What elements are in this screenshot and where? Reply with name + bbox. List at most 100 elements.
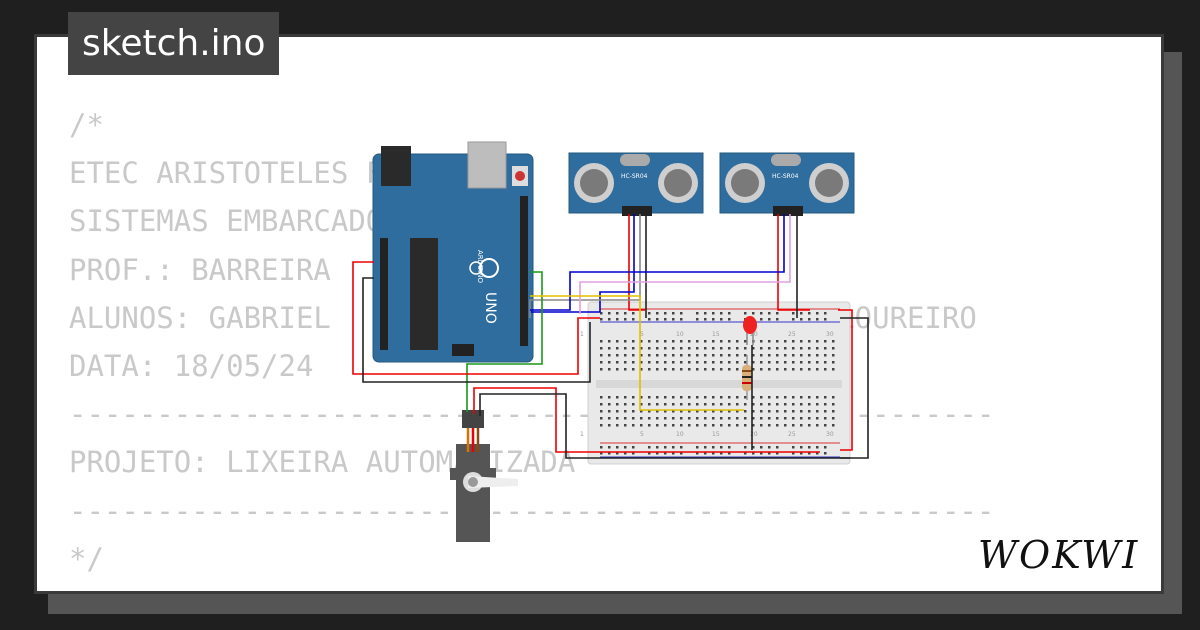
breadboard-hole xyxy=(664,361,667,364)
breadboard-hole xyxy=(696,410,699,413)
rail-hole xyxy=(752,446,755,449)
breadboard-hole xyxy=(672,368,675,371)
breadboard-hole xyxy=(824,340,827,343)
breadboard-hole xyxy=(688,361,691,364)
breadboard-hole xyxy=(640,354,643,357)
rail-hole xyxy=(624,446,627,449)
breadboard-hole xyxy=(768,340,771,343)
breadboard-hole xyxy=(784,424,787,427)
breadboard-number: 20 xyxy=(750,431,758,438)
breadboard-hole xyxy=(832,361,835,364)
breadboard-hole xyxy=(752,354,755,357)
servo-motor[interactable] xyxy=(450,410,518,542)
breadboard-hole xyxy=(656,368,659,371)
breadboard-hole xyxy=(768,396,771,399)
breadboard-hole xyxy=(816,410,819,413)
breadboard-hole xyxy=(688,368,691,371)
breadboard-hole xyxy=(744,410,747,413)
rail-hole xyxy=(744,452,747,455)
breadboard-number: 1 xyxy=(580,331,584,338)
breadboard-hole xyxy=(680,417,683,420)
rail-hole xyxy=(776,452,779,455)
rail-hole xyxy=(624,312,627,315)
breadboard-hole xyxy=(696,354,699,357)
breadboard-hole xyxy=(712,424,715,427)
rail-hole xyxy=(696,446,699,449)
breadboard-hole xyxy=(696,347,699,350)
breadboard-hole xyxy=(616,403,619,406)
breadboard-hole xyxy=(720,361,723,364)
arduino-model-label: UNO xyxy=(482,292,498,324)
rail-hole xyxy=(616,312,619,315)
rail-hole xyxy=(720,318,723,321)
rail-hole xyxy=(800,312,803,315)
rail-hole xyxy=(632,452,635,455)
red-led[interactable] xyxy=(743,316,757,345)
rail-hole xyxy=(768,446,771,449)
breadboard-hole xyxy=(704,361,707,364)
breadboard-hole xyxy=(624,417,627,420)
breadboard-hole xyxy=(776,347,779,350)
breadboard-hole xyxy=(760,417,763,420)
arduino-uno-board[interactable]: ARDUINO UNO xyxy=(372,141,534,363)
ultrasonic-sensor-1[interactable]: HC-SR04 xyxy=(568,152,704,216)
breadboard-hole xyxy=(608,347,611,350)
breadboard-hole xyxy=(776,403,779,406)
breadboard-hole xyxy=(808,340,811,343)
rail-hole xyxy=(608,312,611,315)
breadboard-hole xyxy=(624,396,627,399)
breadboard-hole xyxy=(672,354,675,357)
breadboard-hole xyxy=(752,368,755,371)
breadboard-hole xyxy=(816,396,819,399)
breadboard-hole xyxy=(744,340,747,343)
rail-hole xyxy=(720,446,723,449)
rail-hole xyxy=(816,446,819,449)
breadboard-hole xyxy=(696,417,699,420)
rail-hole xyxy=(616,452,619,455)
breadboard-hole xyxy=(680,396,683,399)
arduino-brand-label: ARDUINO xyxy=(476,250,484,283)
breadboard-hole xyxy=(784,354,787,357)
ultrasonic-sensor-2[interactable]: HC-SR04 xyxy=(719,152,855,216)
rail-hole xyxy=(808,446,811,449)
breadboard-hole xyxy=(656,403,659,406)
breadboard[interactable]: 1 5 10 15 20 25 30 1 5 10 15 20 25 30 xyxy=(580,301,851,465)
breadboard-hole xyxy=(712,396,715,399)
breadboard-hole xyxy=(784,368,787,371)
breadboard-number: 30 xyxy=(826,331,834,338)
breadboard-hole xyxy=(800,396,803,399)
rail-hole xyxy=(680,312,683,315)
breadboard-hole xyxy=(680,347,683,350)
breadboard-hole xyxy=(760,410,763,413)
breadboard-number: 20 xyxy=(750,331,758,338)
breadboard-hole xyxy=(768,368,771,371)
breadboard-hole xyxy=(808,347,811,350)
breadboard-hole xyxy=(704,340,707,343)
breadboard-hole xyxy=(664,417,667,420)
breadboard-hole xyxy=(696,403,699,406)
breadboard-hole xyxy=(640,340,643,343)
breadboard-hole xyxy=(760,396,763,399)
breadboard-hole xyxy=(808,417,811,420)
rail-hole xyxy=(728,318,731,321)
breadboard-hole xyxy=(816,340,819,343)
breadboard-hole xyxy=(680,410,683,413)
breadboard-hole xyxy=(800,361,803,364)
file-tab[interactable]: sketch.ino xyxy=(68,12,280,75)
rail-hole xyxy=(632,312,635,315)
breadboard-hole xyxy=(720,424,723,427)
breadboard-hole xyxy=(624,424,627,427)
rail-hole xyxy=(768,452,771,455)
breadboard-hole xyxy=(624,410,627,413)
breadboard-hole xyxy=(816,368,819,371)
breadboard-hole xyxy=(664,410,667,413)
breadboard-hole xyxy=(760,354,763,357)
rail-hole xyxy=(600,318,603,321)
breadboard-hole xyxy=(608,361,611,364)
breadboard-hole xyxy=(800,347,803,350)
breadboard-hole xyxy=(768,410,771,413)
resistor[interactable] xyxy=(742,355,752,400)
code-line: */ xyxy=(69,541,104,576)
breadboard-hole xyxy=(768,361,771,364)
breadboard-hole xyxy=(736,417,739,420)
